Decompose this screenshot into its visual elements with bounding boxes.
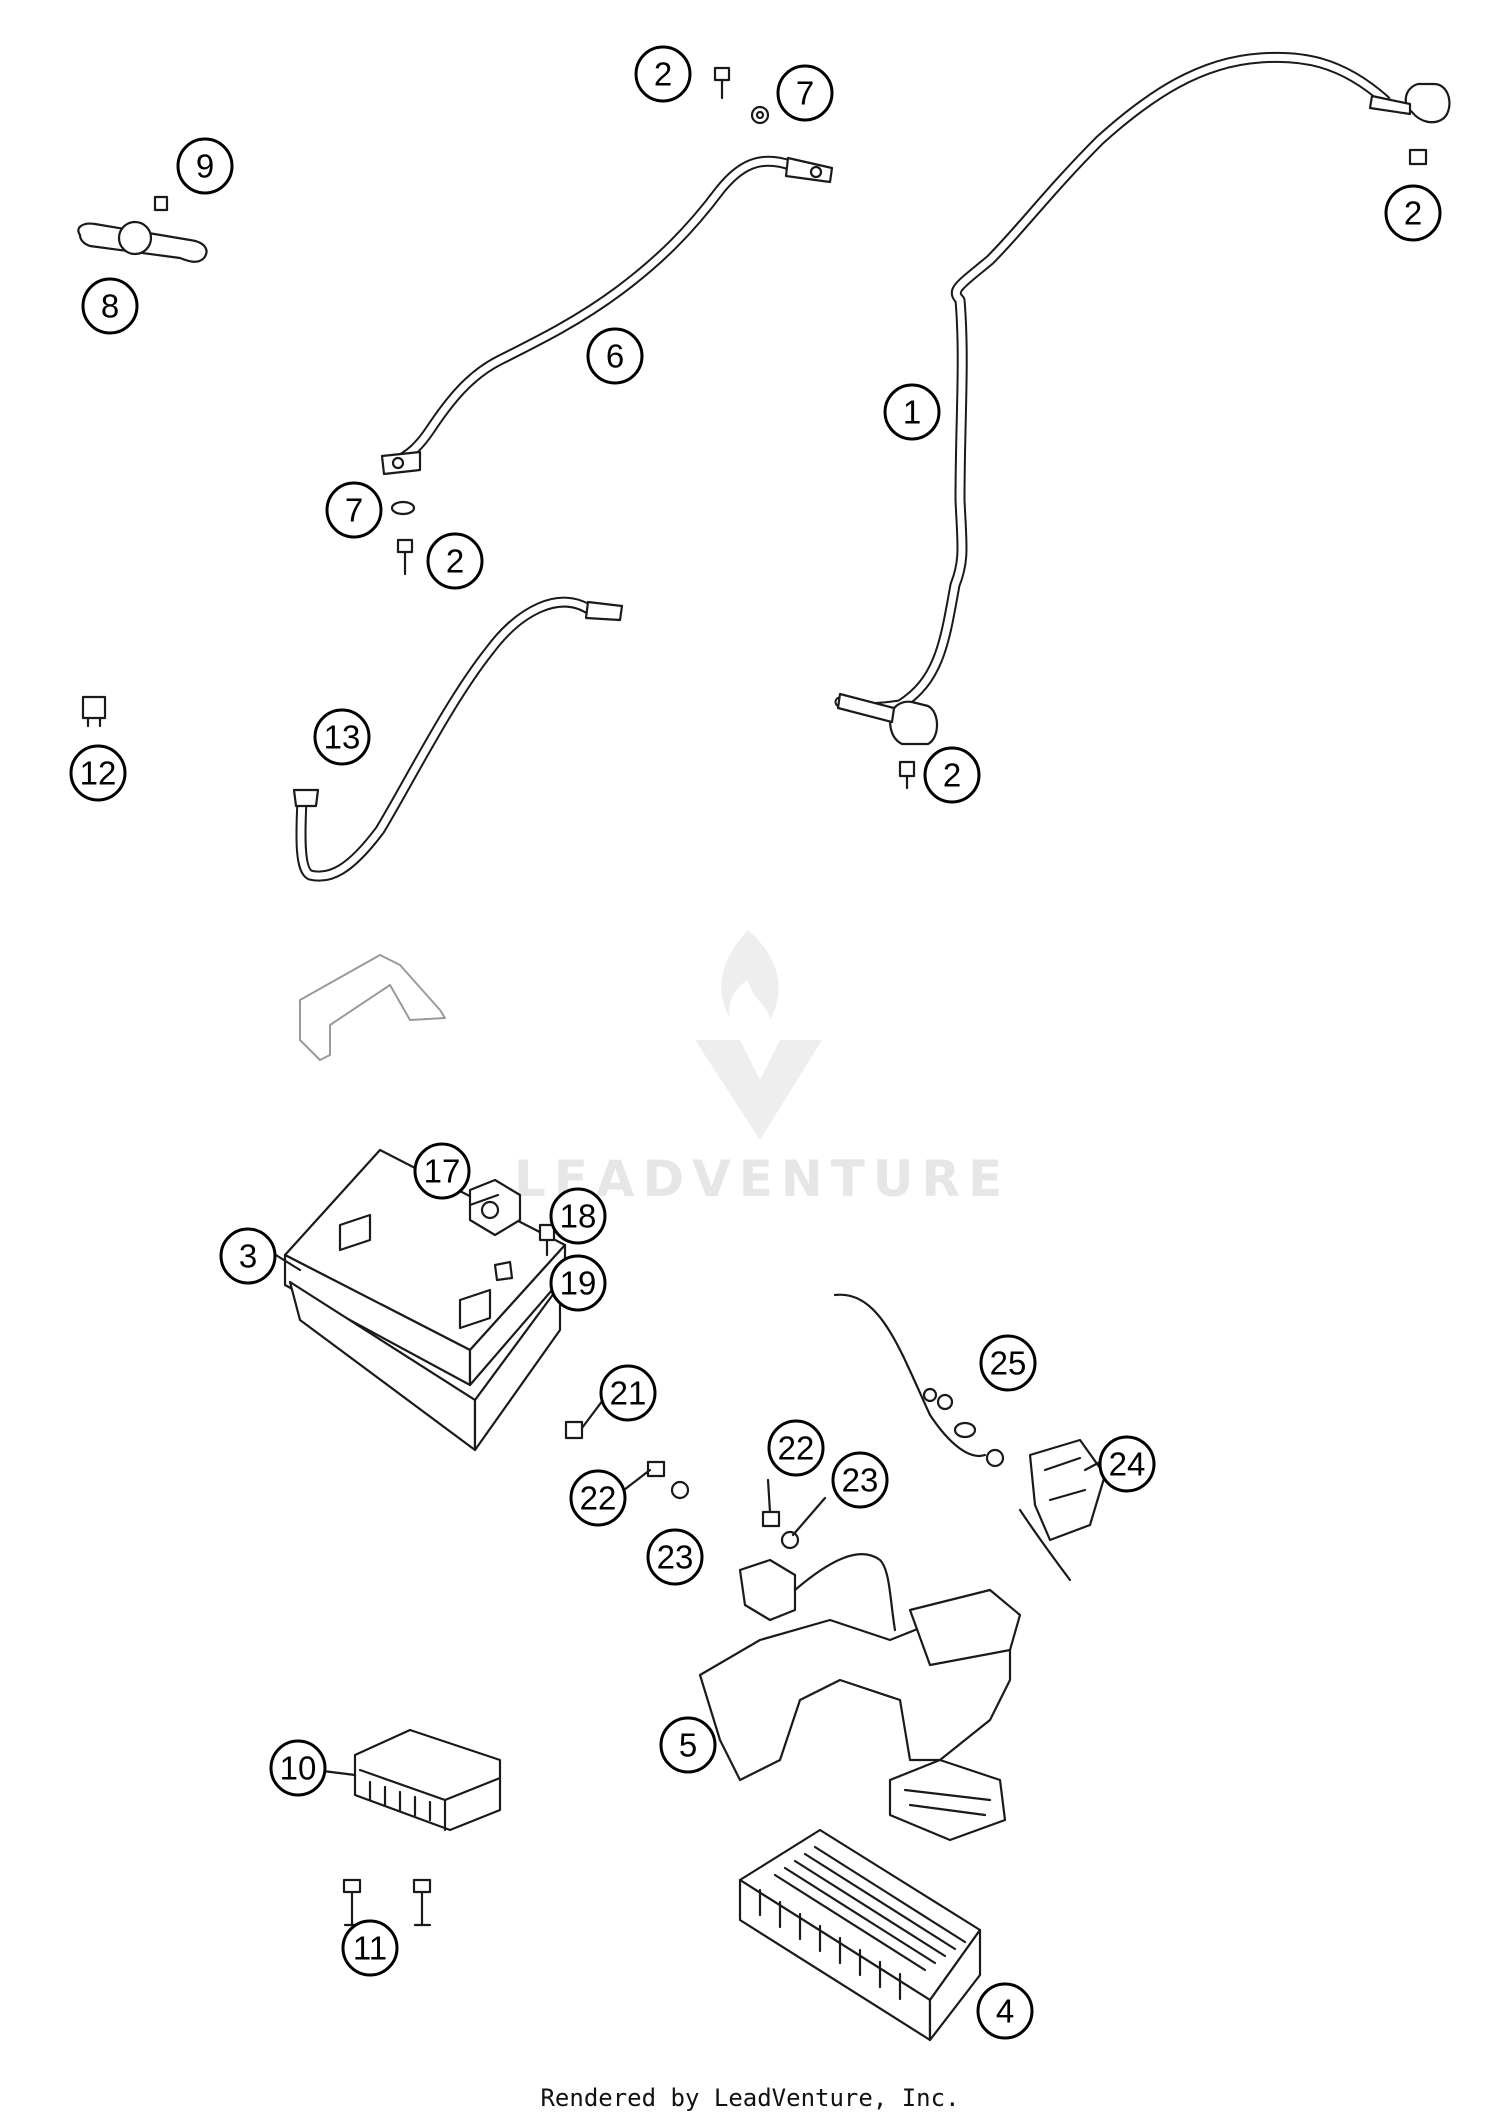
callout-10: 10 [269,1739,327,1797]
watermark: LEADVENTURE [514,930,1002,1208]
faded-bracket [299,954,446,1061]
svg-text:25: 25 [990,1345,1027,1382]
callout-25: 25 [979,1334,1037,1392]
holder-5 [698,1553,1022,1842]
callout-5: 5 [659,1716,717,1774]
callout-13: 13 [313,708,371,766]
svg-text:4: 4 [996,1993,1014,2030]
callout-9: 9 [176,137,234,195]
svg-text:12: 12 [80,755,117,792]
svg-text:22: 22 [580,1480,617,1517]
callout-2: 2 [634,45,692,103]
hardware [81,66,1428,790]
svg-text:2: 2 [654,56,672,93]
callout-12: 12 [69,744,127,802]
cable-13 [292,596,624,882]
svg-text:5: 5 [679,1727,697,1764]
callout-7: 7 [325,481,383,539]
svg-text:9: 9 [196,148,214,185]
callout-7: 7 [776,64,834,122]
svg-text:6: 6 [606,338,624,375]
callout-2: 2 [1384,184,1442,242]
svg-text:19: 19 [560,1265,597,1302]
svg-text:11: 11 [353,1930,387,1967]
callout-3: 3 [219,1227,277,1285]
logo-chevron-icon [695,1040,822,1140]
part-8-bracket [77,220,208,263]
callout-23: 23 [831,1451,889,1509]
callout-24: 24 [1098,1435,1156,1493]
bolts-21-22-23 [564,1420,800,1550]
control-unit-4 [738,1828,982,2042]
svg-text:3: 3 [239,1238,257,1275]
svg-text:7: 7 [796,75,814,112]
callout-22: 22 [569,1469,627,1527]
svg-text:8: 8 [101,288,119,325]
callout-1: 1 [883,383,941,441]
svg-text:1: 1 [903,394,921,431]
svg-text:10: 10 [280,1750,317,1787]
battery-3 [283,1148,567,1452]
callout-6: 6 [586,327,644,385]
callout-8: 8 [81,277,139,335]
svg-text:23: 23 [842,1462,879,1499]
svg-text:23: 23 [657,1539,694,1576]
callout-21: 21 [599,1364,657,1422]
svg-text:2: 2 [943,757,961,794]
svg-text:17: 17 [424,1153,461,1190]
relay-24 [1018,1438,1107,1582]
svg-text:24: 24 [1109,1446,1146,1483]
ground-wire-25 [833,1293,1005,1468]
callout-2: 2 [923,746,981,804]
cable-6 [380,155,834,476]
svg-text:7: 7 [345,492,363,529]
svg-text:21: 21 [610,1375,647,1412]
regulator-10 [353,1728,502,1832]
svg-text:2: 2 [1404,195,1422,232]
cable-1 [834,51,1451,746]
callout-11: 11 [341,1919,399,1977]
callout-19: 19 [549,1254,607,1312]
svg-text:2: 2 [446,543,464,580]
footer-credit: Rendered by LeadVenture, Inc. [540,2084,960,2112]
callout-17: 17 [413,1142,471,1200]
callout-2: 2 [426,532,484,590]
svg-text:13: 13 [324,719,361,756]
screws-11 [342,1878,432,1927]
callout-4: 4 [976,1982,1034,2040]
svg-text:18: 18 [560,1198,597,1235]
svg-text:22: 22 [778,1430,815,1467]
flame-icon [721,930,779,1020]
terminal-cover-17 [468,1178,556,1282]
callout-18: 18 [549,1187,607,1245]
callout-23: 23 [646,1528,704,1586]
callout-22: 22 [767,1419,825,1477]
